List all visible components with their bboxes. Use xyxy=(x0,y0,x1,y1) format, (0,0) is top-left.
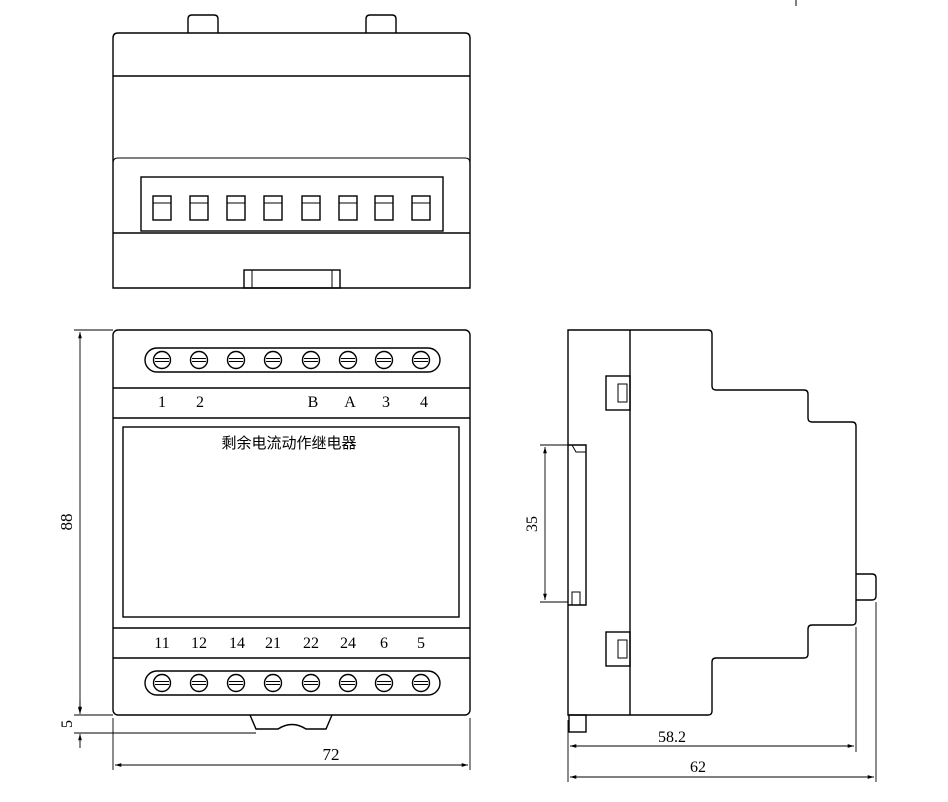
device-title: 剩余电流动作继电器 xyxy=(221,434,356,452)
terminal-label-21: 21 xyxy=(265,635,281,652)
terminal-slot xyxy=(301,195,321,221)
top-terminal-screws xyxy=(152,350,431,370)
terminal-label-22: 22 xyxy=(303,635,319,652)
terminal-screw xyxy=(189,673,209,693)
terminal-screw xyxy=(152,673,172,693)
terminal-label-5: 5 xyxy=(417,635,425,652)
terminal-label-a: A xyxy=(344,394,356,411)
terminal-screw xyxy=(374,350,394,370)
terminal-screw xyxy=(189,350,209,370)
terminal-label-11: 11 xyxy=(154,635,169,652)
terminal-label-14: 14 xyxy=(229,635,245,652)
terminal-slot xyxy=(152,195,172,221)
terminal-screw xyxy=(226,673,246,693)
terminal-slot-row xyxy=(152,195,431,221)
terminal-slot xyxy=(411,195,431,221)
terminal-label-b: B xyxy=(308,394,319,411)
dimension-total-depth: 62 xyxy=(690,759,706,776)
terminal-screw xyxy=(411,350,431,370)
side-view xyxy=(567,329,877,733)
terminal-slot xyxy=(338,195,358,221)
terminal-screw xyxy=(263,673,283,693)
dimension-clip-offset: 5 xyxy=(59,720,76,728)
terminal-screw xyxy=(338,350,358,370)
terminal-label-12: 12 xyxy=(191,635,207,652)
front-dimensions: 88 5 72 xyxy=(57,329,471,770)
side-dimensions: 35 58.2 62 xyxy=(524,444,877,782)
dimension-width: 72 xyxy=(323,745,340,764)
terminal-label-4: 4 xyxy=(420,394,428,411)
dimension-body-depth: 58.2 xyxy=(658,729,686,746)
bottom-terminal-screws xyxy=(152,673,431,693)
terminal-screw xyxy=(152,350,172,370)
terminal-label-3: 3 xyxy=(382,394,390,411)
terminal-slot xyxy=(263,195,283,221)
terminal-label-1: 1 xyxy=(158,394,166,411)
terminal-screw xyxy=(263,350,283,370)
terminal-screw xyxy=(338,673,358,693)
top-view xyxy=(112,14,471,289)
terminal-label-24: 24 xyxy=(340,635,356,652)
terminal-screw xyxy=(301,673,321,693)
terminal-label-6: 6 xyxy=(380,635,388,652)
front-view: 1 2 B A 3 4 剩余电流动作继电器 11 12 14 21 22 24 … xyxy=(112,329,471,730)
terminal-screw xyxy=(226,350,246,370)
terminal-slot xyxy=(226,195,246,221)
dimension-height: 88 xyxy=(57,514,76,531)
terminal-screw xyxy=(301,350,321,370)
terminal-label-2: 2 xyxy=(196,394,204,411)
terminal-screw xyxy=(411,673,431,693)
terminal-slot xyxy=(374,195,394,221)
terminal-slot xyxy=(189,195,209,221)
dimension-rail-width: 35 xyxy=(524,516,541,532)
terminal-screw xyxy=(374,673,394,693)
